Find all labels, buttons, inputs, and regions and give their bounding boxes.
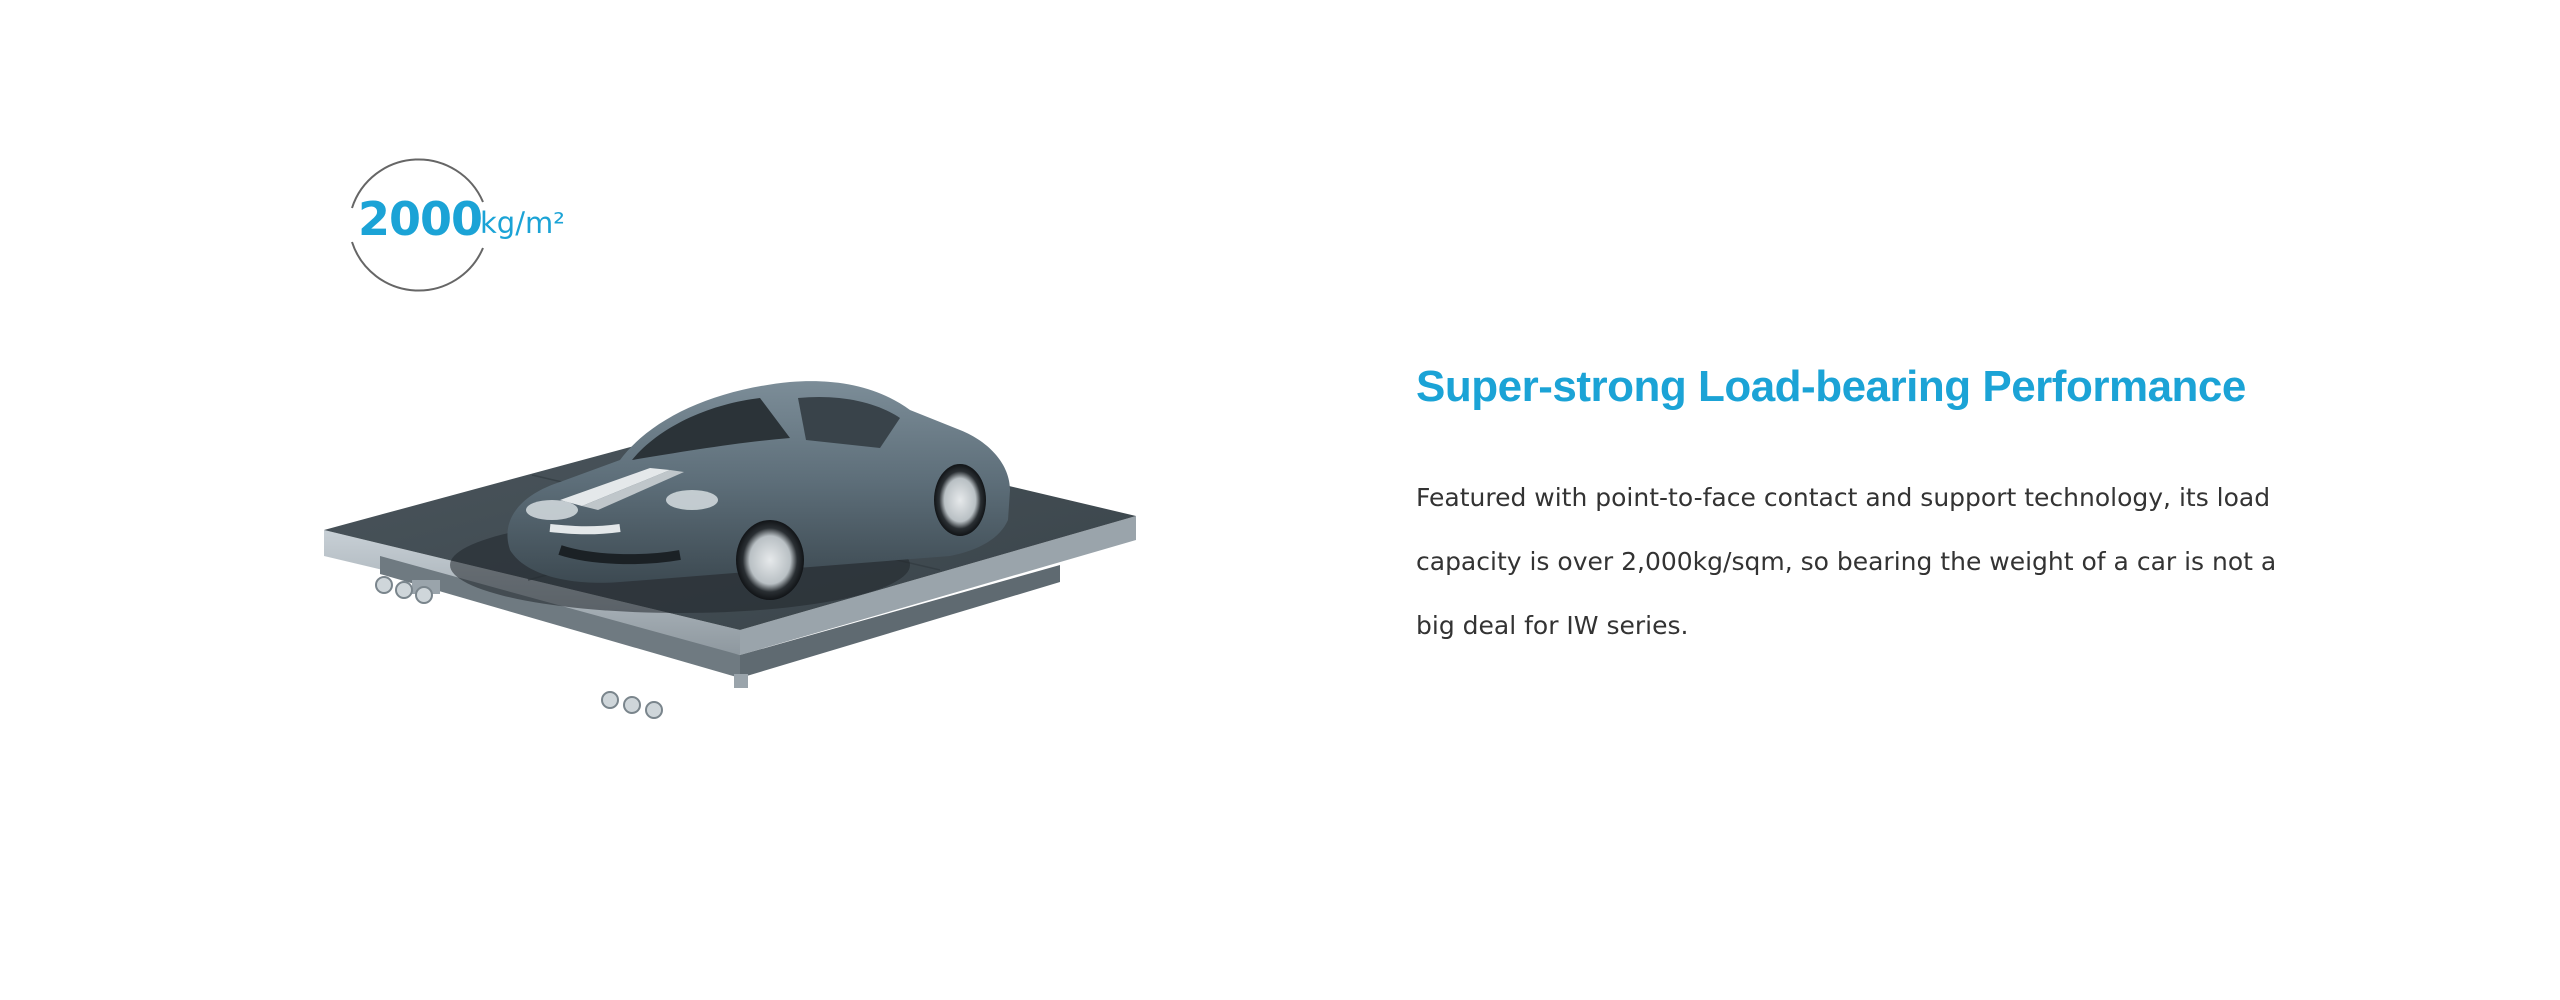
load-capacity-value: 2000 <box>358 192 483 246</box>
badge-circle <box>351 158 484 292</box>
car-on-floor-panel-image <box>320 360 1140 780</box>
feature-description: Featured with point-to-face contact and … <box>1416 483 2277 640</box>
feature-title: Super-strong Load-bearing Performance <box>1416 362 2246 411</box>
load-capacity-unit: kg/m² <box>480 206 565 240</box>
load-capacity-badge: 2000 kg/m² <box>340 150 600 300</box>
